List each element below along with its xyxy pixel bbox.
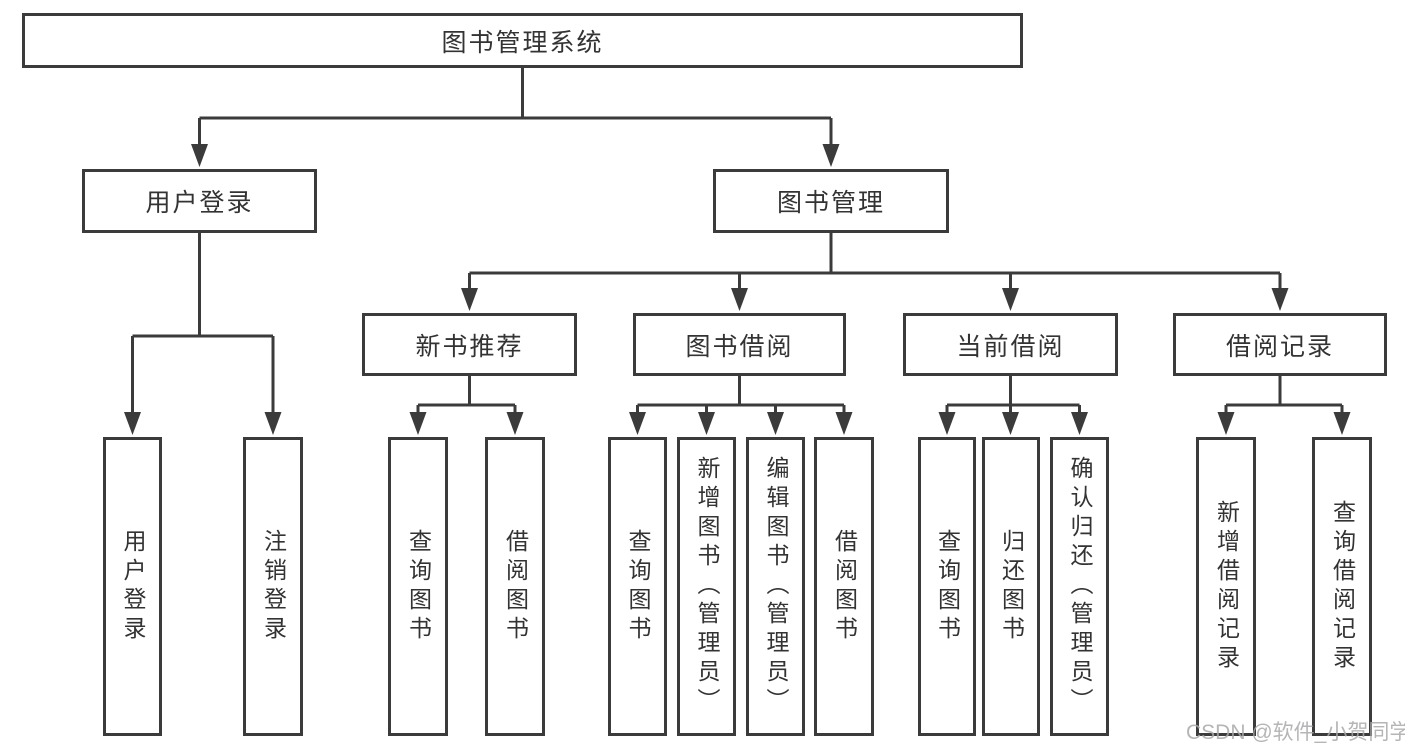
arrowhead-leaf-queryrecord <box>1333 412 1351 435</box>
arrowhead-bookmgmt-node <box>822 144 840 167</box>
node-leaf-edit-book-admin-label: 编辑图书（管理员） <box>763 456 789 717</box>
arrowhead-leaf-borrow-2 <box>835 412 853 435</box>
arrowhead-leaf-borrow-1 <box>506 412 524 435</box>
node-leaf-logout-label: 注销登录 <box>260 528 287 645</box>
node-book-management: 图书管理 <box>713 169 949 233</box>
arrowhead-userlogin-node <box>191 144 208 167</box>
node-new-book-recommend-label: 新书推荐 <box>415 332 524 361</box>
arrowhead-leaf-userlogin <box>124 412 141 435</box>
node-leaf-confirm-return-admin-label: 确认归还（管理员） <box>1067 456 1093 717</box>
node-new-book-recommend: 新书推荐 <box>362 313 577 376</box>
node-leaf-return-books: 归还图书 <box>982 437 1040 736</box>
node-current-borrowing: 当前借阅 <box>903 313 1118 376</box>
node-leaf-add-borrow-record: 新增借阅记录 <box>1196 437 1256 736</box>
arrowhead-leaf-editbook <box>767 412 784 435</box>
node-leaf-query-books-1: 查询图书 <box>388 437 448 736</box>
arrowhead-leaf-query-2 <box>629 412 646 435</box>
node-leaf-add-book-admin-label: 新增图书（管理员） <box>694 456 720 717</box>
node-borrowing-records-label: 借阅记录 <box>1225 332 1334 361</box>
node-current-borrowing-label: 当前借阅 <box>956 332 1065 361</box>
node-leaf-return-books-label: 归还图书 <box>998 528 1025 645</box>
arrowhead-newrec-node <box>461 288 478 311</box>
node-leaf-borrow-books-1-label: 借阅图书 <box>502 528 529 645</box>
arrowhead-leaf-addrecord <box>1217 412 1235 435</box>
node-root-label: 图书管理系统 <box>441 28 604 57</box>
node-user-login: 用户登录 <box>82 169 317 233</box>
node-leaf-query-books-3-label: 查询图书 <box>934 528 961 645</box>
csdn-watermark: CSDN @软件_小贺同学 <box>1186 721 1405 744</box>
node-leaf-logout: 注销登录 <box>243 437 303 736</box>
node-leaf-query-borrow-record-label: 查询借阅记录 <box>1329 499 1356 674</box>
arrowhead-records-node <box>1271 288 1289 311</box>
arrowhead-leaf-return <box>1002 412 1019 435</box>
node-book-borrowing: 图书借阅 <box>633 313 846 376</box>
node-leaf-edit-book-admin: 编辑图书（管理员） <box>746 437 805 736</box>
node-leaf-borrow-books-2: 借阅图书 <box>814 437 874 736</box>
node-leaf-confirm-return-admin: 确认归还（管理员） <box>1050 437 1109 736</box>
node-book-management-label: 图书管理 <box>776 189 885 217</box>
node-leaf-query-books-2-label: 查询图书 <box>625 528 651 645</box>
node-root: 图书管理系统 <box>22 13 1023 68</box>
arrowhead-leaf-addbook <box>698 412 715 435</box>
node-borrowing-records: 借阅记录 <box>1173 313 1387 376</box>
arrowhead-leaf-query-3 <box>938 412 956 435</box>
node-book-borrowing-label: 图书借阅 <box>685 332 794 361</box>
node-user-login-label: 用户登录 <box>145 189 254 217</box>
node-leaf-query-books-2: 查询图书 <box>608 437 667 736</box>
node-leaf-user-login-label: 用户登录 <box>120 528 146 645</box>
arrowhead-leaf-logout <box>264 412 282 435</box>
arrowhead-borrowing-node <box>731 288 748 311</box>
arrowhead-leaf-confirmreturn <box>1071 412 1088 435</box>
node-leaf-add-borrow-record-label: 新增借阅记录 <box>1213 499 1240 674</box>
node-leaf-add-book-admin: 新增图书（管理员） <box>677 437 736 736</box>
node-leaf-query-books-1-label: 查询图书 <box>405 528 432 645</box>
node-leaf-borrow-books-1: 借阅图书 <box>485 437 545 736</box>
arrowhead-current-node <box>1002 288 1019 311</box>
node-leaf-user-login: 用户登录 <box>103 437 162 736</box>
node-leaf-query-borrow-record: 查询借阅记录 <box>1312 437 1372 736</box>
node-leaf-query-books-3: 查询图书 <box>918 437 976 736</box>
node-leaf-borrow-books-2-label: 借阅图书 <box>831 528 858 645</box>
arrowhead-leaf-query-1 <box>409 412 427 435</box>
